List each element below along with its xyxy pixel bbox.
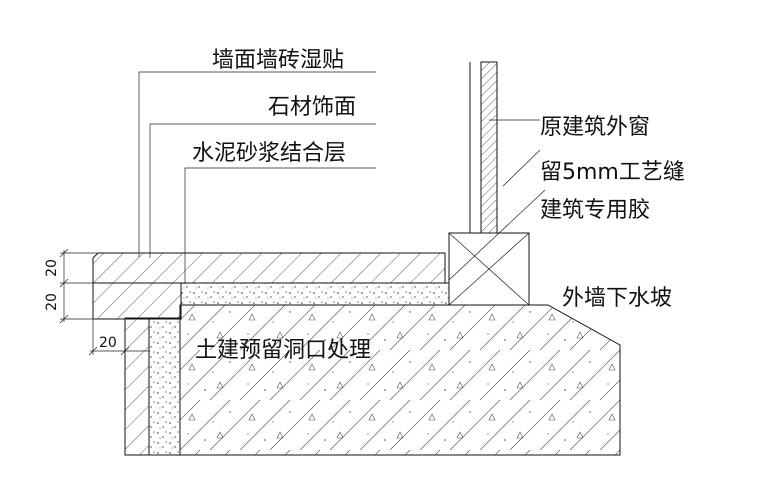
dim-second-layer: 20 [44,293,60,311]
mortar-bed [180,282,450,306]
label-mortar-layer: 水泥砂浆结合层 [192,141,346,166]
sill-top-stone [92,252,446,284]
dim-side-offset: 20 [99,335,117,351]
label-gap-note: 留5mm工艺缝 [540,160,685,185]
concrete-wall [179,304,621,456]
label-opening-treatment: 土建预留洞口处理 [195,338,371,363]
sill-second-stone [92,282,182,320]
jamb-mortar [148,317,181,456]
window-glass [480,61,498,234]
label-stone-finish: 石材饰面 [268,95,356,120]
jamb-stone [124,317,150,456]
label-wall-tile: 墙面墙砖湿贴 [212,48,344,73]
label-sealant: 建筑专用胶 [540,198,650,223]
label-exterior-slope: 外墙下水坡 [562,286,672,311]
dim-top-layer: 20 [44,259,60,277]
label-original-window: 原建筑外窗 [540,115,650,140]
